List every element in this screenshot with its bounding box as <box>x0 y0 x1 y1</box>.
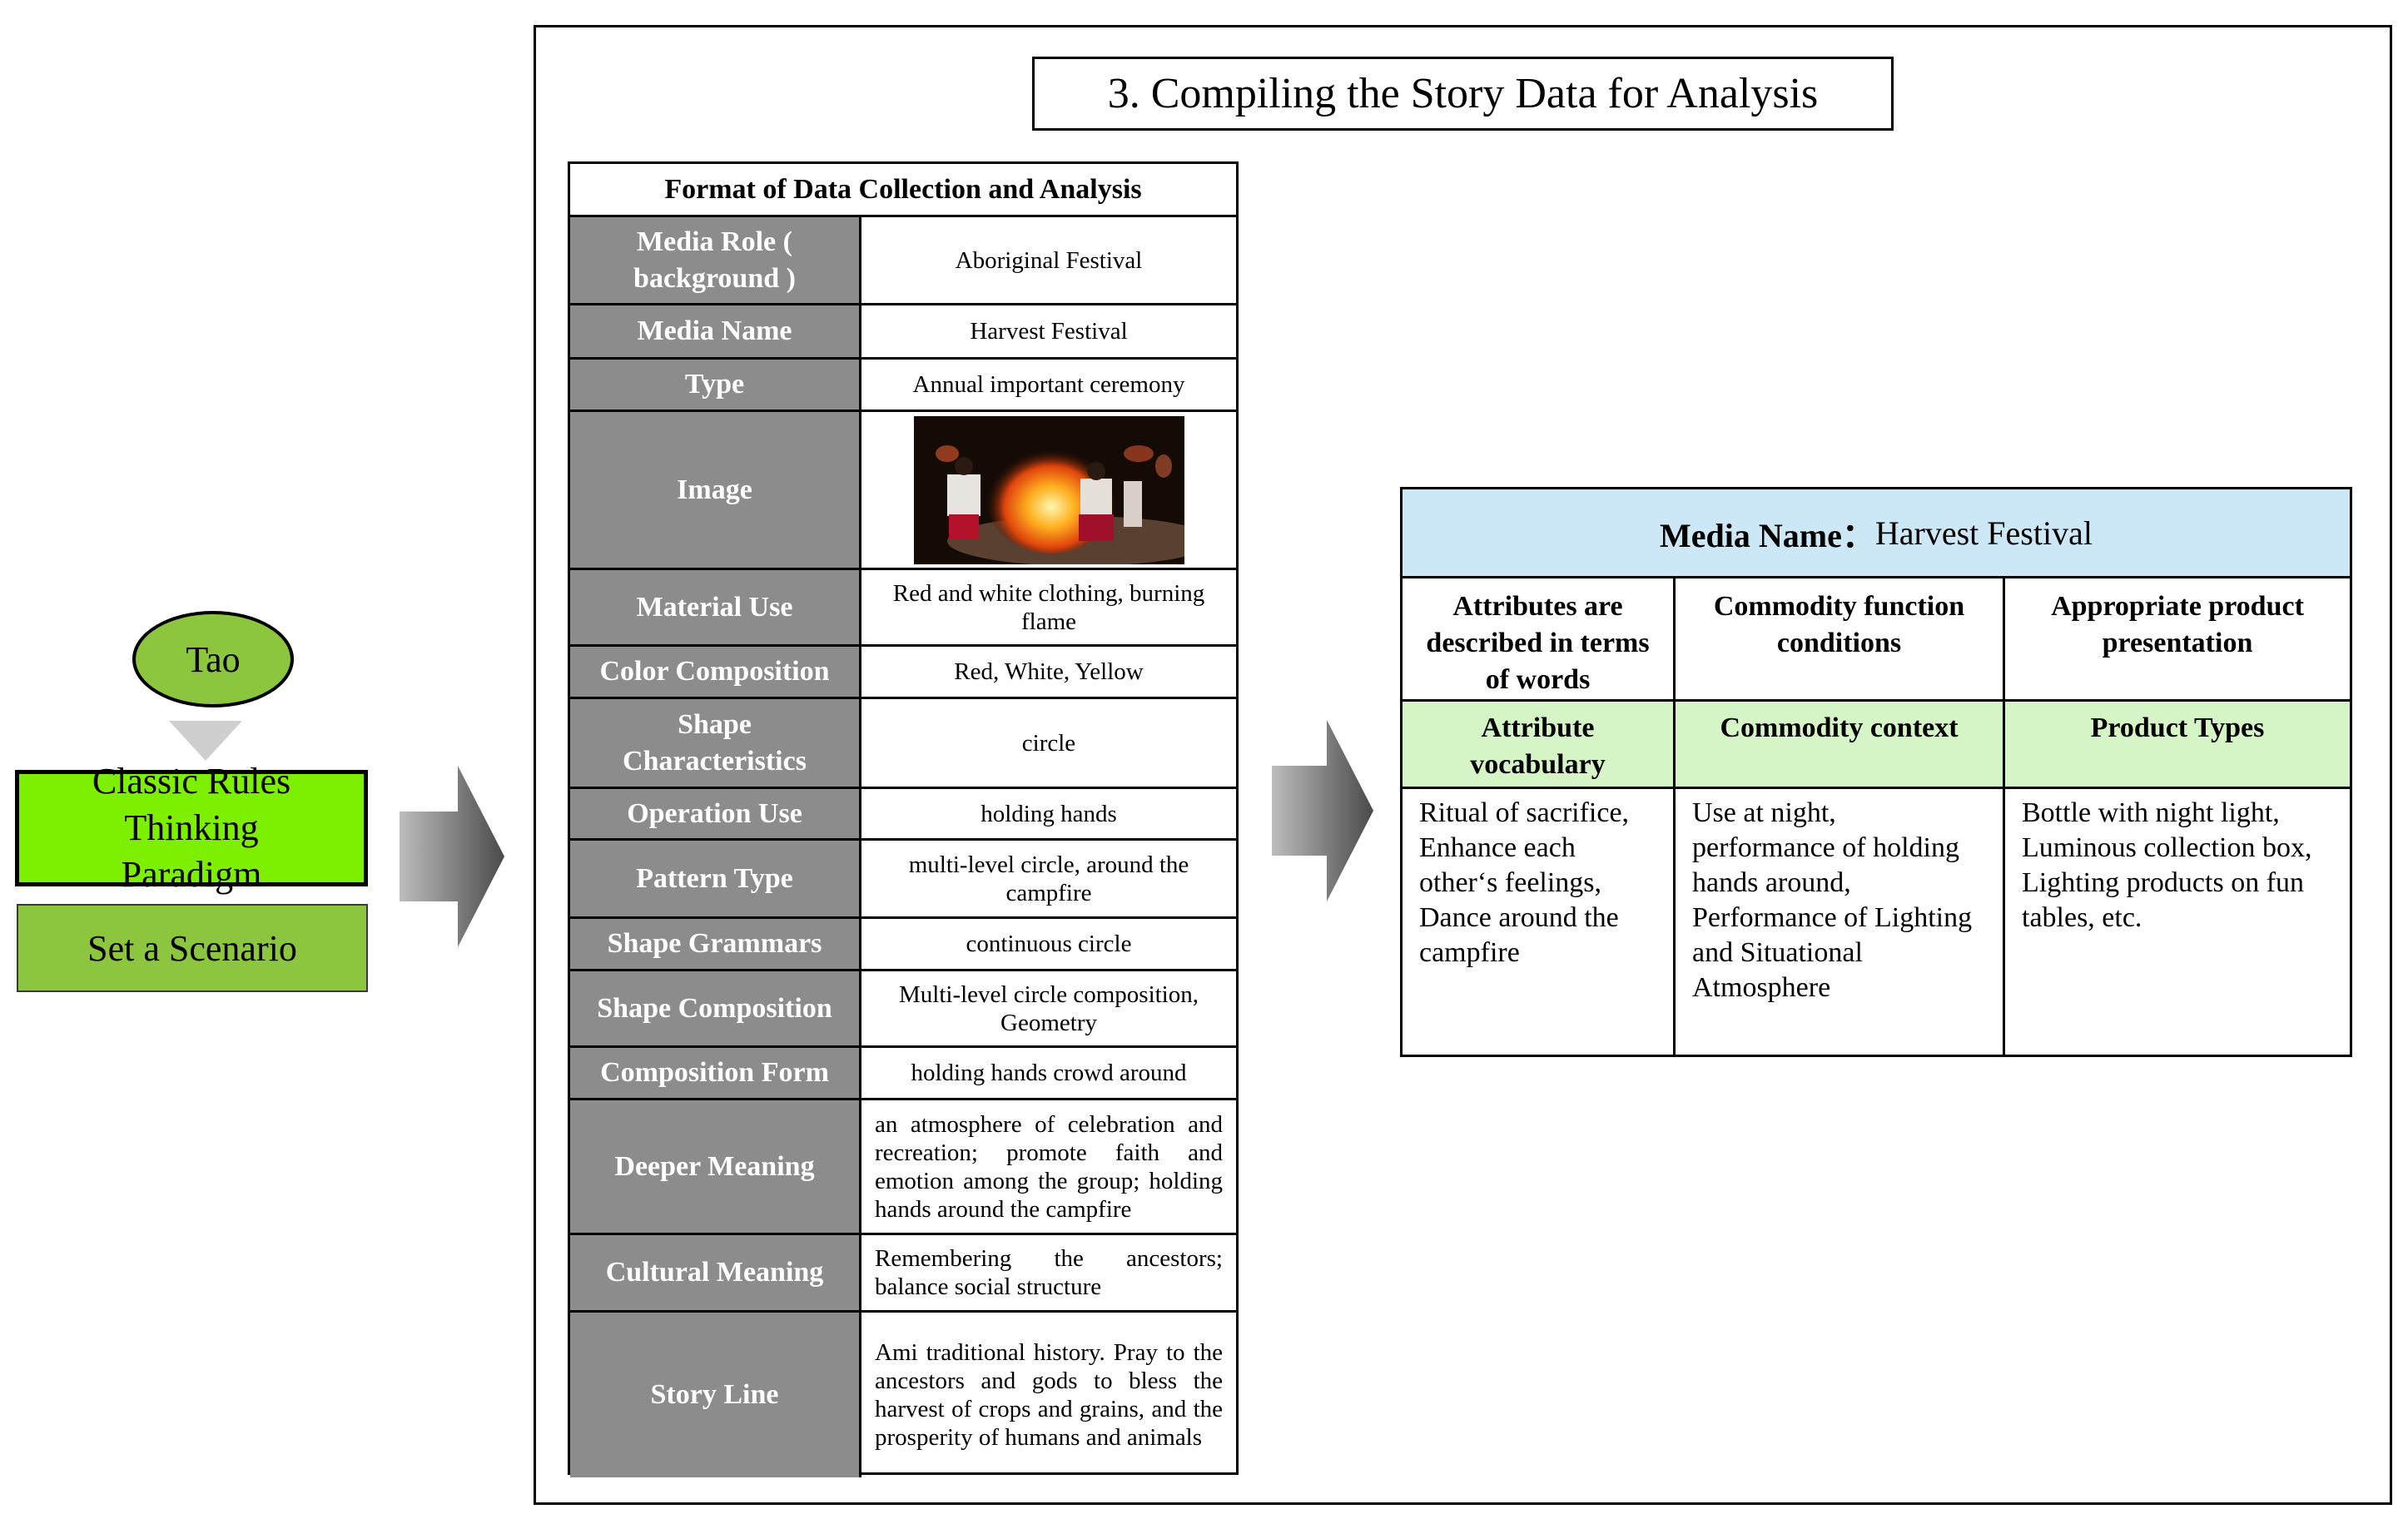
row-value: continuous circle <box>966 931 1132 957</box>
column-subheading: Commodity context <box>1676 702 2003 789</box>
column-heading: Appropriate product presentation <box>2005 578 2350 702</box>
table-row: Pattern Type multi-level circle, around … <box>570 841 1236 919</box>
column-heading: Commodity function conditions <box>1676 578 2003 702</box>
row-label: Composition Form <box>570 1048 861 1098</box>
row-label: Material Use <box>570 570 861 644</box>
row-value: holding hands crowd around <box>911 1060 1187 1086</box>
scenario-box: Set a Scenario <box>17 904 368 992</box>
page-title: 3. Compiling the Story Data for Analysis <box>1032 57 1894 131</box>
row-label: Image <box>570 412 861 568</box>
cultural-meaning-text: Remembering the ancestors; balance socia… <box>875 1245 1223 1300</box>
row-label: Story Line <box>570 1313 861 1477</box>
row-value: Annual important ceremony <box>912 371 1185 398</box>
media-table-header: Media Name： Harvest Festival <box>1403 489 2350 578</box>
table-row: Image <box>570 412 1236 570</box>
table-row: Shape Composition Multi-level circle com… <box>570 971 1236 1048</box>
row-label: Type <box>570 360 861 410</box>
table-row: Deeper Meaning an atmosphere of celebrat… <box>570 1100 1236 1235</box>
row-label: Shape Characteristics <box>570 699 861 787</box>
format-table-header: Format of Data Collection and Analysis <box>570 164 1236 217</box>
row-value: Harvest Festival <box>970 318 1128 345</box>
row-value: multi-level circle, around the campfire <box>908 851 1189 906</box>
scenario-label: Set a Scenario <box>87 927 297 969</box>
table-row: Operation Use holding hands <box>570 789 1236 841</box>
row-value: holding hands <box>981 800 1117 827</box>
table-row: Material Use Red and white clothing, bur… <box>570 570 1236 647</box>
table-row: Color Composition Red, White, Yellow <box>570 647 1236 699</box>
row-label: Media Name <box>570 305 861 357</box>
row-label: Deeper Meaning <box>570 1100 861 1233</box>
column-body: Use at night, performance of holding han… <box>1692 797 1973 1003</box>
column-heading: Attributes are described in terms of wor… <box>1403 578 1673 702</box>
column-subheading: Attribute vocabulary <box>1403 702 1673 789</box>
row-value: Remembering the ancestors; balance socia… <box>861 1235 1236 1310</box>
column-subheading: Product Types <box>2005 702 2350 789</box>
media-analysis-table: Media Name： Harvest Festival Attributes … <box>1400 487 2352 1057</box>
table-row: Media Name Harvest Festival <box>570 305 1236 360</box>
column-body: Bottle with night light, Luminous collec… <box>2022 797 2312 933</box>
table-row: Shape Grammars continuous circle <box>570 919 1236 971</box>
row-label: Shape Grammars <box>570 919 861 969</box>
row-label: Pattern Type <box>570 841 861 916</box>
row-value: Aboriginal Festival <box>955 246 1143 274</box>
row-value: Ami traditional history. Pray to the anc… <box>861 1313 1236 1477</box>
down-arrow-icon <box>169 721 242 761</box>
classic-rules-box: Classic Rules Thinking Paradigm <box>15 761 368 895</box>
commodity-column: Commodity function conditions Commodity … <box>1676 578 2005 1055</box>
row-label: Cultural Meaning <box>570 1235 861 1310</box>
story-line-text: Ami traditional history. Pray to the anc… <box>875 1339 1223 1451</box>
table-row: Media Role ( background ) Aboriginal Fes… <box>570 217 1236 305</box>
table-row: Shape Characteristics circle <box>570 699 1236 789</box>
table-row: Type Annual important ceremony <box>570 360 1236 412</box>
row-value: circle <box>1021 729 1076 757</box>
row-value: Red and white clothing, burning flame <box>892 579 1205 635</box>
row-value: Red, White, Yellow <box>954 658 1144 685</box>
tao-label: Tao <box>186 638 241 680</box>
product-column: Appropriate product presentation Product… <box>2005 578 2350 1055</box>
festival-photo <box>913 415 1184 564</box>
row-value: an atmosphere of celebration and recreat… <box>861 1100 1236 1233</box>
table-row: Cultural Meaning Remembering the ancesto… <box>570 1235 1236 1313</box>
right-arrow-icon <box>400 766 504 947</box>
tao-node: Tao <box>132 611 294 707</box>
attribute-column: Attributes are described in terms of wor… <box>1403 578 1676 1055</box>
table-row: Composition Form holding hands crowd aro… <box>570 1048 1236 1100</box>
classic-rules-label: Classic Rules Thinking Paradigm <box>92 761 291 895</box>
deeper-meaning-text: an atmosphere of celebration and recreat… <box>875 1110 1223 1223</box>
column-body: Ritual of sacrifice, Enhance each other‘… <box>1419 797 1630 968</box>
image-cell <box>861 412 1236 568</box>
row-label: Color Composition <box>570 647 861 697</box>
media-name-value: Harvest Festival <box>1874 514 2093 552</box>
row-value: Multi-level circle composition, Geometry <box>899 980 1199 1036</box>
row-label: Media Role ( background ) <box>570 217 861 303</box>
table-row: Story Line Ami traditional history. Pray… <box>570 1313 1236 1477</box>
campfire-image-icon <box>913 415 1184 564</box>
media-name-label: Media Name： <box>1660 517 1875 554</box>
right-arrow-icon <box>1272 720 1373 901</box>
row-label: Operation Use <box>570 789 861 838</box>
format-table: Format of Data Collection and Analysis M… <box>568 161 1239 1477</box>
analysis-frame <box>534 25 2392 1505</box>
row-label: Shape Composition <box>570 971 861 1045</box>
